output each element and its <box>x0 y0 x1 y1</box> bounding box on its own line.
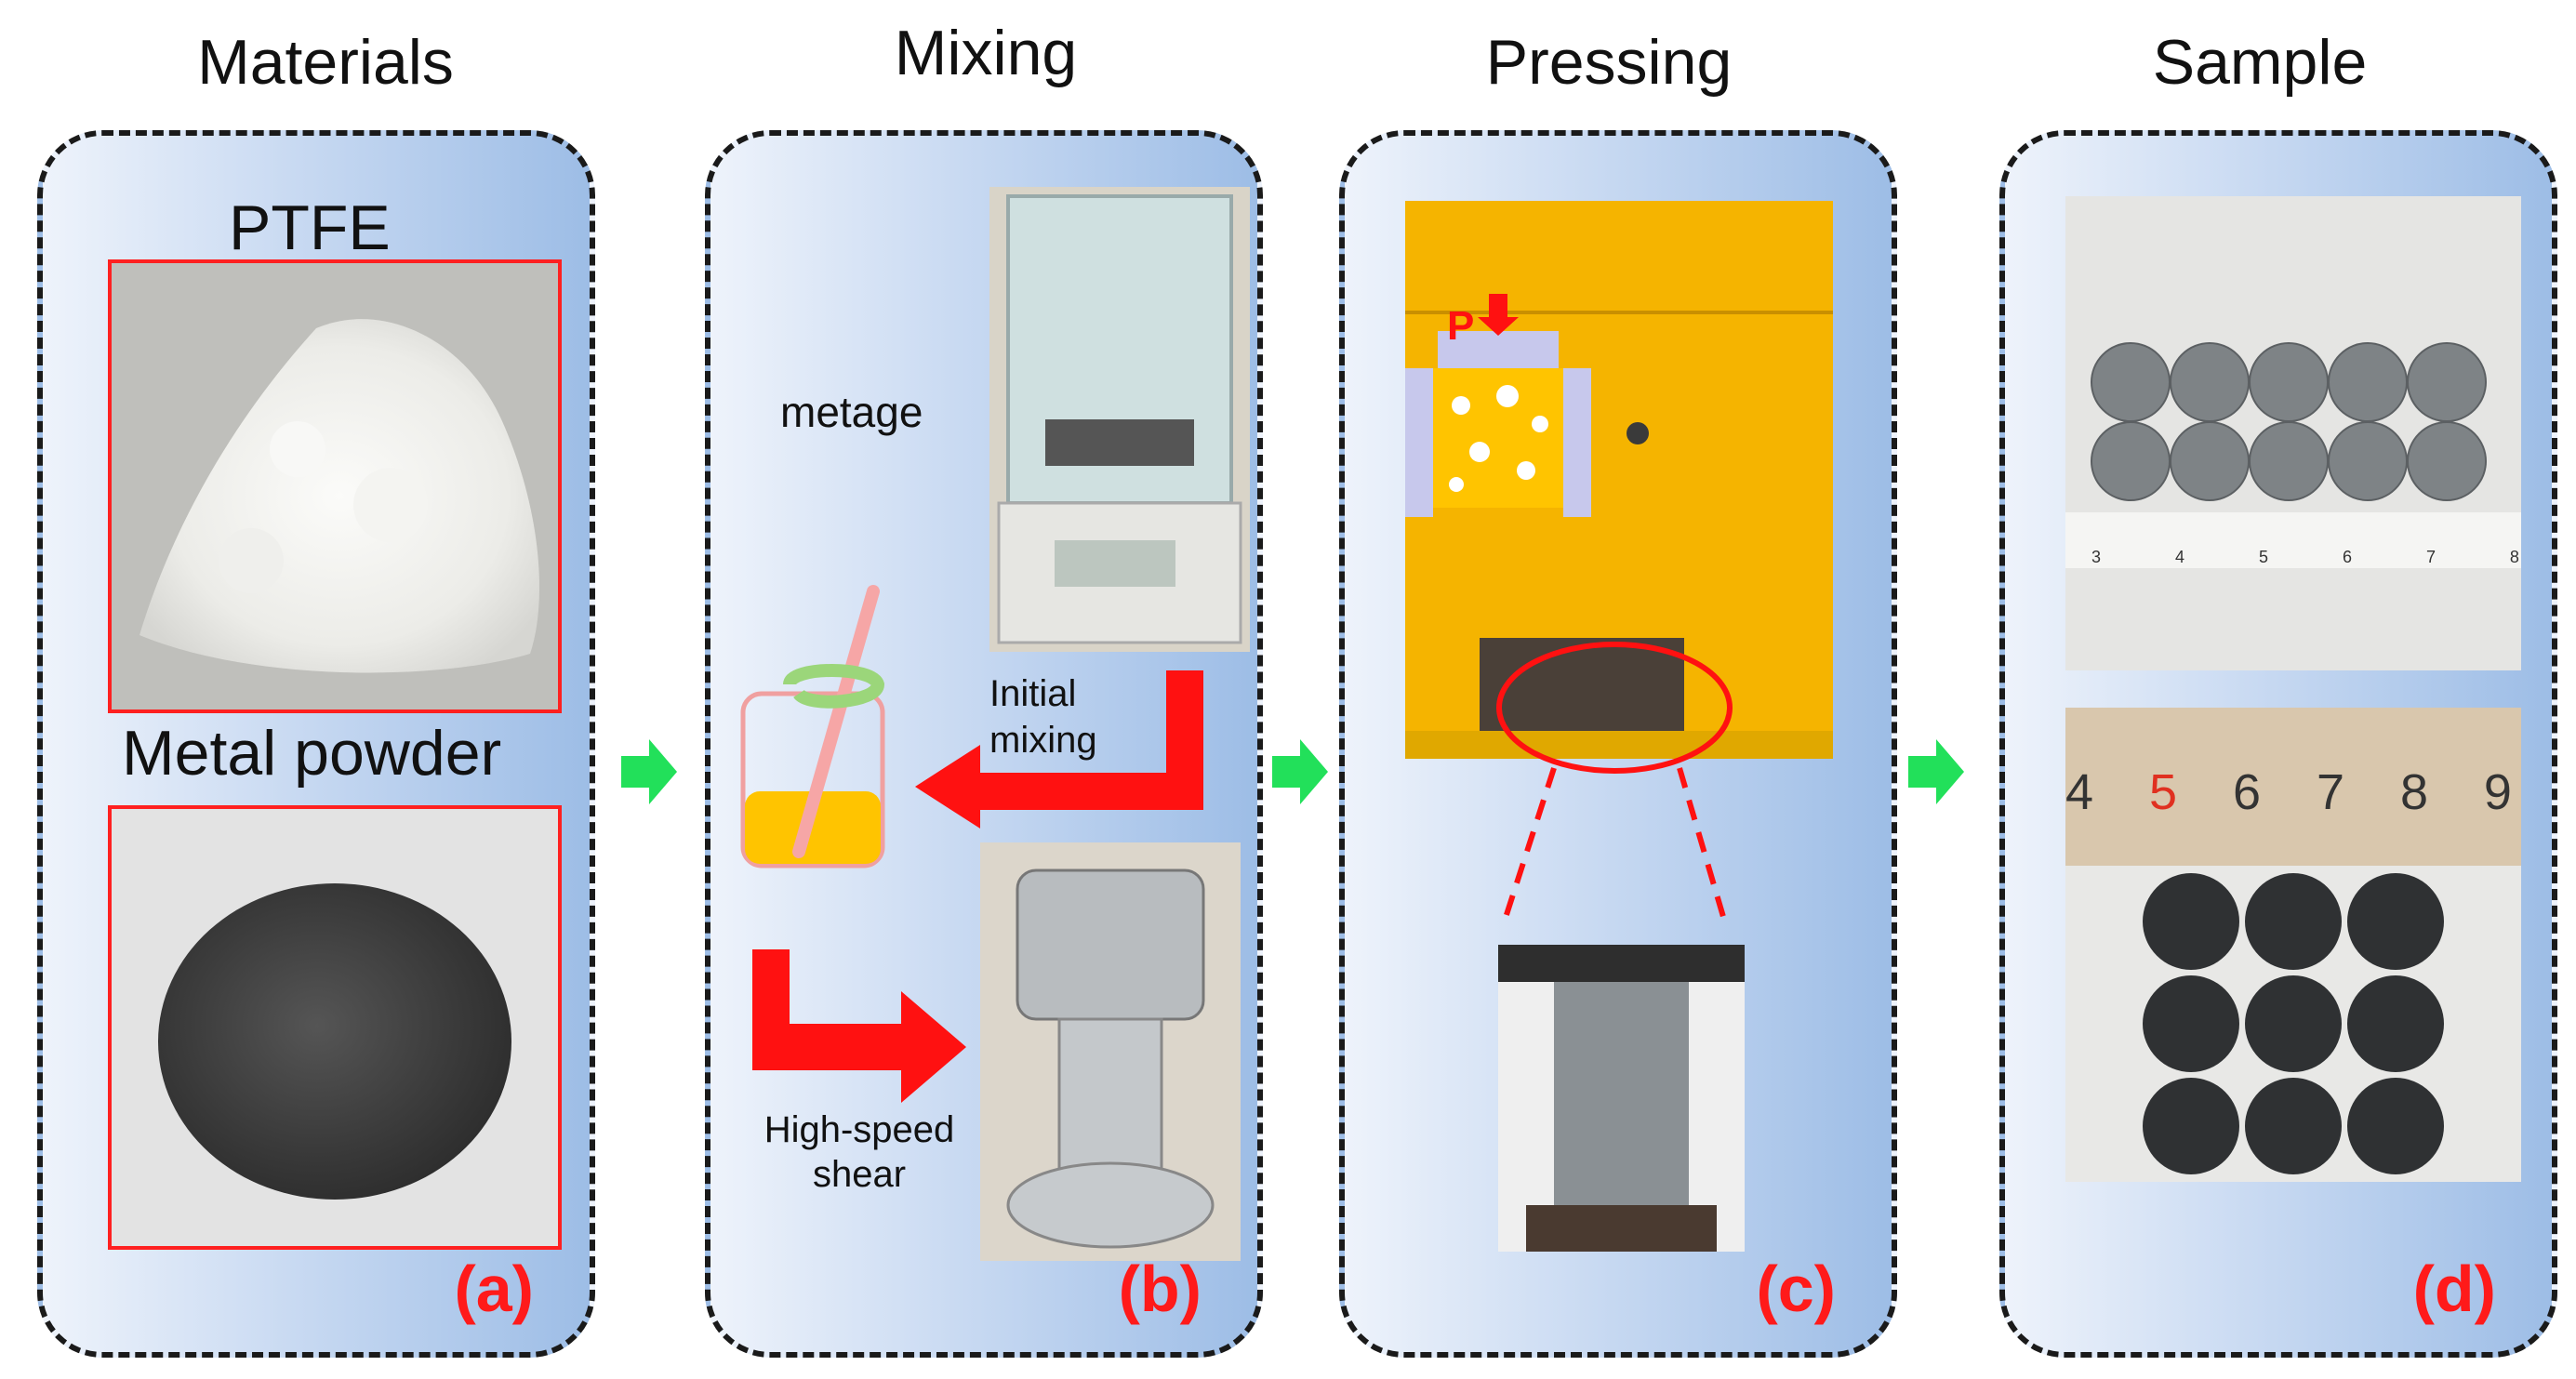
ruler-1-tick: 8 <box>2509 548 2519 566</box>
ruler-1-tick: 6 <box>2342 548 2352 566</box>
panel-label-b: (b) <box>1118 1253 1202 1325</box>
title-mixing: Mixing <box>894 18 1078 88</box>
sample-photo-2: 4 5 6 7 8 9 <box>2065 708 2521 1182</box>
press-closeup-photo <box>1498 945 1745 1252</box>
initial-mixing-label: Initial mixing <box>989 670 1097 763</box>
initial-mixing-arrow-icon <box>915 670 1203 829</box>
ruler-1-ticks: 3 4 5 6 7 8 <box>2091 548 2519 567</box>
metal-powder-label: Metal powder <box>122 718 502 789</box>
metal-powder-photo <box>108 805 562 1250</box>
initial-mixing-line1: Initial <box>989 673 1077 714</box>
sample-photo-1: 3 4 5 6 7 8 <box>2065 196 2521 670</box>
ptfe-powder-photo <box>108 259 562 713</box>
shear-machine-photo <box>980 842 1241 1261</box>
panel-label-d: (d) <box>2412 1253 2496 1325</box>
ptfe-label: PTFE <box>229 192 391 263</box>
highlight-ellipse <box>1496 642 1733 774</box>
ruler-1-tick: 3 <box>2091 548 2102 566</box>
pressure-label: P <box>1447 303 1475 349</box>
zoom-lines <box>1500 767 1729 927</box>
ruler-2-tick: 8 <box>2399 764 2428 820</box>
panel-label-c: (c) <box>1756 1253 1836 1325</box>
analytical-balance-photo <box>989 187 1250 652</box>
ruler-2-tick: 7 <box>2316 764 2344 820</box>
high-speed-shear-arrow-icon <box>752 949 966 1103</box>
panel-sample: 3 4 5 6 7 8 4 5 6 7 8 9 (d) <box>1999 130 2557 1358</box>
initial-mixing-line2: mixing <box>989 720 1097 761</box>
ruler-1-tick: 7 <box>2425 548 2436 566</box>
ruler-1-tick: 4 <box>2174 548 2184 566</box>
metage-label: metage <box>780 388 923 436</box>
ruler-2-tick: 9 <box>2483 764 2512 820</box>
arrow-right-icon <box>621 739 677 804</box>
shear-line1: High-speed <box>764 1109 955 1150</box>
panel-mixing: metage Initial mixing High-speed shear (… <box>705 130 1263 1358</box>
ruler-2-tick: 4 <box>2065 764 2094 820</box>
shear-line2: shear <box>812 1154 907 1195</box>
ruler-1-tick: 5 <box>2258 548 2268 566</box>
ruler-2-tick: 6 <box>2232 764 2262 820</box>
title-materials: Materials <box>197 27 454 98</box>
panel-materials: PTFE Metal powder (a) <box>37 130 595 1358</box>
ruler-2-tick: 5 <box>2148 764 2178 820</box>
arrow-right-icon <box>1272 739 1328 804</box>
beaker-icon <box>740 585 885 869</box>
ruler-2-ticks: 4 5 6 7 8 9 <box>2065 763 2512 821</box>
high-speed-shear-label: High-speed shear <box>738 1107 980 1197</box>
panel-label-a: (a) <box>454 1253 534 1325</box>
title-sample: Sample <box>2152 27 2368 98</box>
title-pressing: Pressing <box>1485 27 1733 98</box>
panel-pressing: P (c) <box>1339 130 1897 1358</box>
arrow-right-icon <box>1908 739 1964 804</box>
mold-schematic-icon <box>1405 294 1591 517</box>
